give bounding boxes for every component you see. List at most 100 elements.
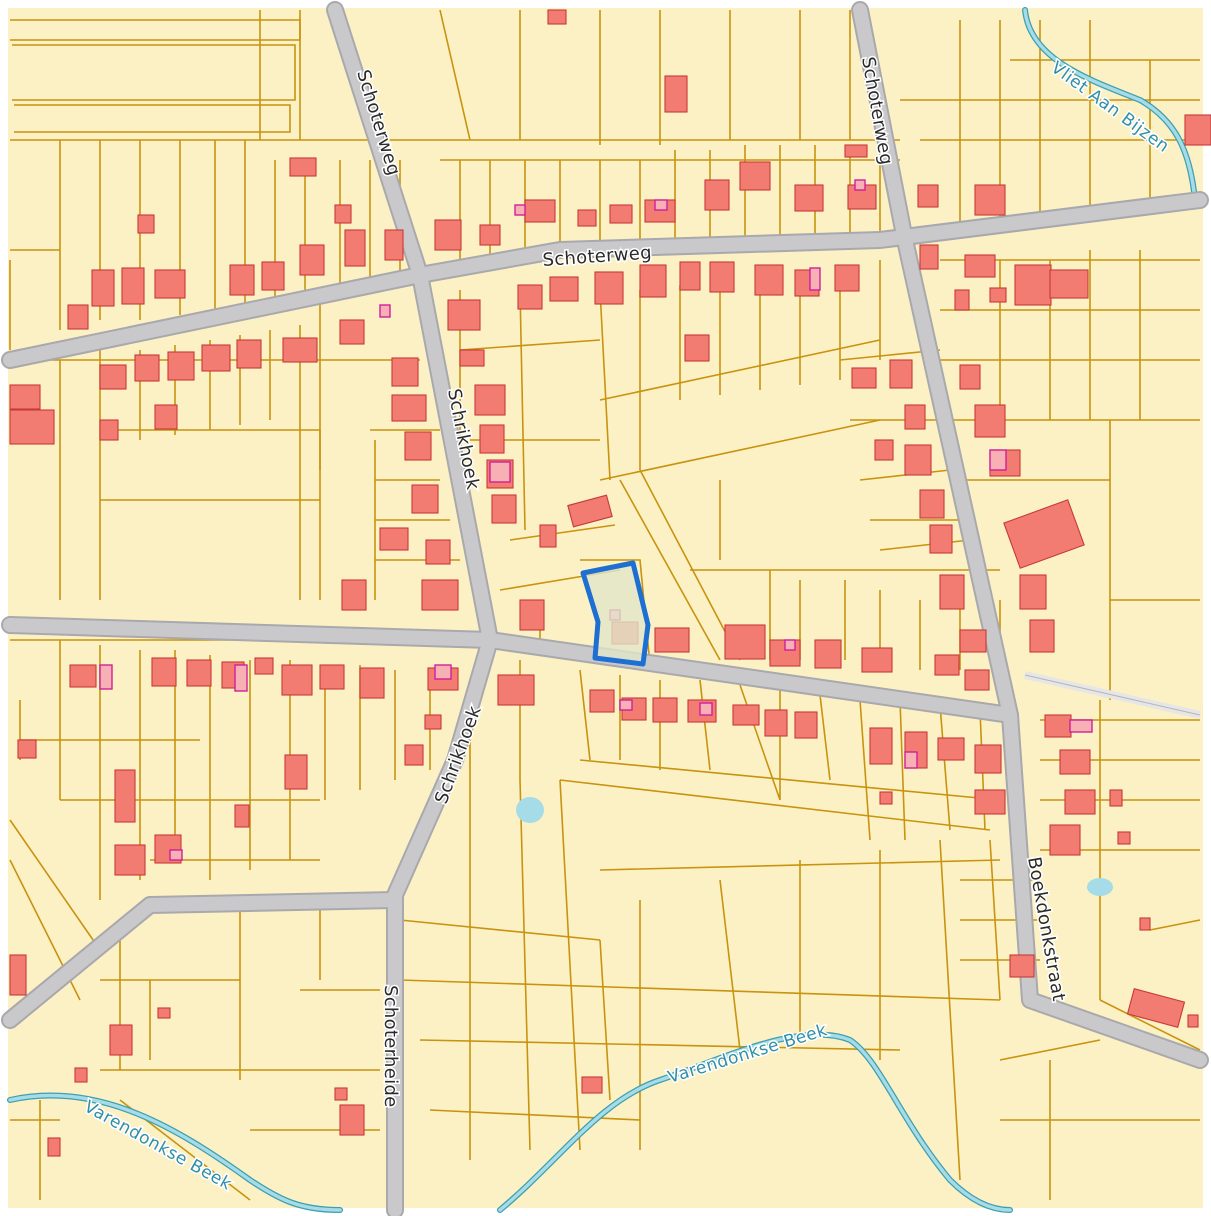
building [939, 574, 965, 610]
building [869, 727, 893, 765]
building [67, 304, 89, 330]
building [639, 264, 667, 298]
building [709, 261, 735, 293]
building [339, 319, 365, 345]
building [794, 711, 818, 739]
building [459, 349, 485, 367]
building [425, 539, 451, 565]
building [154, 269, 186, 299]
building [934, 654, 960, 676]
building [594, 271, 624, 305]
building [344, 229, 366, 267]
building [609, 204, 633, 224]
building [334, 1087, 348, 1101]
building [479, 224, 501, 246]
building [844, 144, 868, 158]
pond [1087, 878, 1113, 896]
building [654, 627, 690, 653]
building [201, 344, 231, 372]
building [547, 9, 567, 25]
building [74, 1067, 88, 1083]
building [1139, 917, 1151, 931]
building [261, 261, 285, 291]
building [1014, 264, 1052, 306]
building [9, 954, 27, 996]
building [879, 791, 893, 805]
building [411, 484, 439, 514]
building [434, 219, 462, 251]
building [539, 524, 557, 548]
building [959, 629, 987, 653]
building [236, 339, 262, 369]
building [491, 494, 517, 524]
building [989, 287, 1007, 303]
building [1044, 714, 1072, 738]
building [9, 384, 41, 410]
building [1019, 574, 1047, 610]
building [69, 664, 97, 688]
building [319, 664, 345, 690]
building [341, 579, 367, 611]
building [1003, 499, 1085, 569]
building [904, 444, 932, 476]
building [652, 697, 678, 723]
building [814, 639, 842, 669]
building [339, 1104, 365, 1136]
building [157, 1007, 171, 1019]
building [1049, 824, 1081, 856]
parcel-boundaries [9, 9, 1201, 1201]
building [974, 744, 1002, 774]
building [9, 409, 55, 445]
building [134, 354, 160, 382]
building [391, 357, 419, 387]
selected-parcel-outline[interactable] [580, 560, 651, 667]
building [447, 299, 481, 331]
building [99, 364, 127, 390]
pond [516, 797, 544, 823]
building [959, 364, 981, 390]
building [524, 199, 556, 223]
building [739, 161, 771, 191]
road-label-schoterheide: Schoterheide [380, 985, 401, 1108]
building [281, 664, 313, 696]
building [549, 276, 579, 302]
building [679, 261, 701, 291]
building [404, 431, 432, 461]
building [114, 844, 146, 876]
building [284, 754, 308, 790]
buildings [9, 9, 1211, 1157]
waterways [7, 7, 1198, 1213]
building [937, 737, 965, 761]
building [254, 657, 274, 675]
building [299, 244, 325, 276]
building [851, 367, 877, 389]
building [974, 789, 1006, 815]
building [577, 209, 597, 227]
building [517, 284, 543, 310]
building [724, 624, 766, 660]
building [1059, 749, 1091, 775]
building [17, 739, 37, 759]
building [974, 184, 1006, 216]
building [167, 351, 195, 381]
building [99, 419, 119, 441]
building [684, 334, 710, 362]
building [794, 184, 824, 212]
building [109, 1024, 133, 1056]
building [234, 804, 250, 828]
building [834, 264, 860, 292]
building [917, 184, 939, 208]
building [479, 424, 505, 454]
building [964, 669, 990, 691]
building [1009, 954, 1035, 978]
building [919, 244, 939, 270]
building [421, 579, 459, 611]
building [359, 667, 385, 699]
building [874, 439, 894, 461]
building [114, 769, 136, 823]
building [384, 229, 404, 261]
building [664, 75, 688, 113]
building [1187, 1014, 1199, 1028]
